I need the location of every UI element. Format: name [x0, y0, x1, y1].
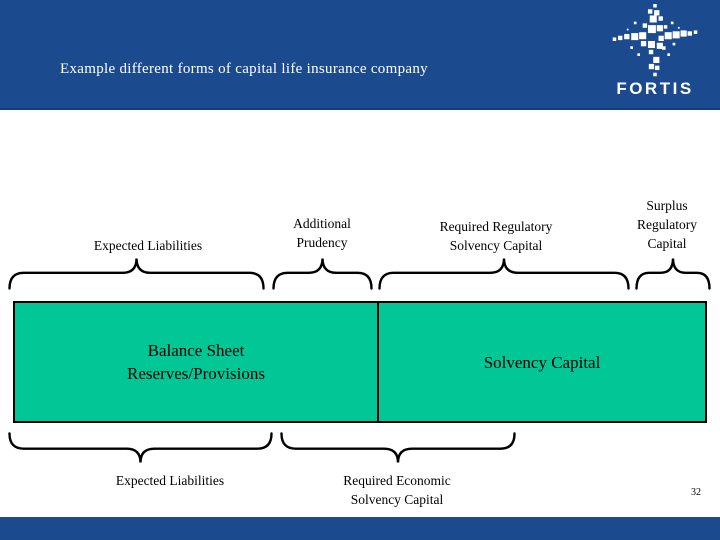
label-additional-prudency: Additional Prudency — [293, 216, 351, 250]
page-number: 32 — [691, 487, 701, 498]
capital-box: Balance Sheet Reserves/Provisions Solven… — [13, 301, 707, 423]
fortis-star-icon — [612, 4, 698, 77]
brace-expected-liabilities-bottom — [8, 432, 273, 464]
footer-band — [0, 517, 720, 540]
header-band: Example different forms of capital life … — [0, 0, 720, 110]
fortis-logo: FORTIS — [600, 4, 710, 99]
slide-title: Example different forms of capital life … — [60, 61, 428, 77]
label-surplus-regulatory-capital: Surplus Regulatory Capital — [637, 198, 697, 251]
brace-expected-liabilities-top — [8, 257, 265, 290]
brace-required-economic-solvency-capital — [280, 432, 516, 464]
balance-sheet-reserves-cell: Balance Sheet Reserves/Provisions — [127, 341, 265, 383]
fortis-logo-text: FORTIS — [616, 79, 694, 98]
brace-additional-prudency — [272, 257, 373, 290]
brace-required-regulatory-solvency-capital — [378, 257, 630, 290]
label-expected-liabilities-bottom: Expected Liabilities — [115, 473, 225, 488]
solvency-capital-cell: Solvency Capital — [483, 352, 601, 372]
box-divider — [377, 303, 379, 421]
brace-surplus-regulatory-capital — [635, 257, 711, 290]
label-expected-liabilities-top: Expected Liabilities — [93, 238, 203, 253]
label-required-regulatory-solvency-capital: Required Regulatory Solvency Capital — [439, 219, 553, 253]
label-required-economic-solvency-capital: Required Economic Solvency Capital — [343, 473, 451, 507]
